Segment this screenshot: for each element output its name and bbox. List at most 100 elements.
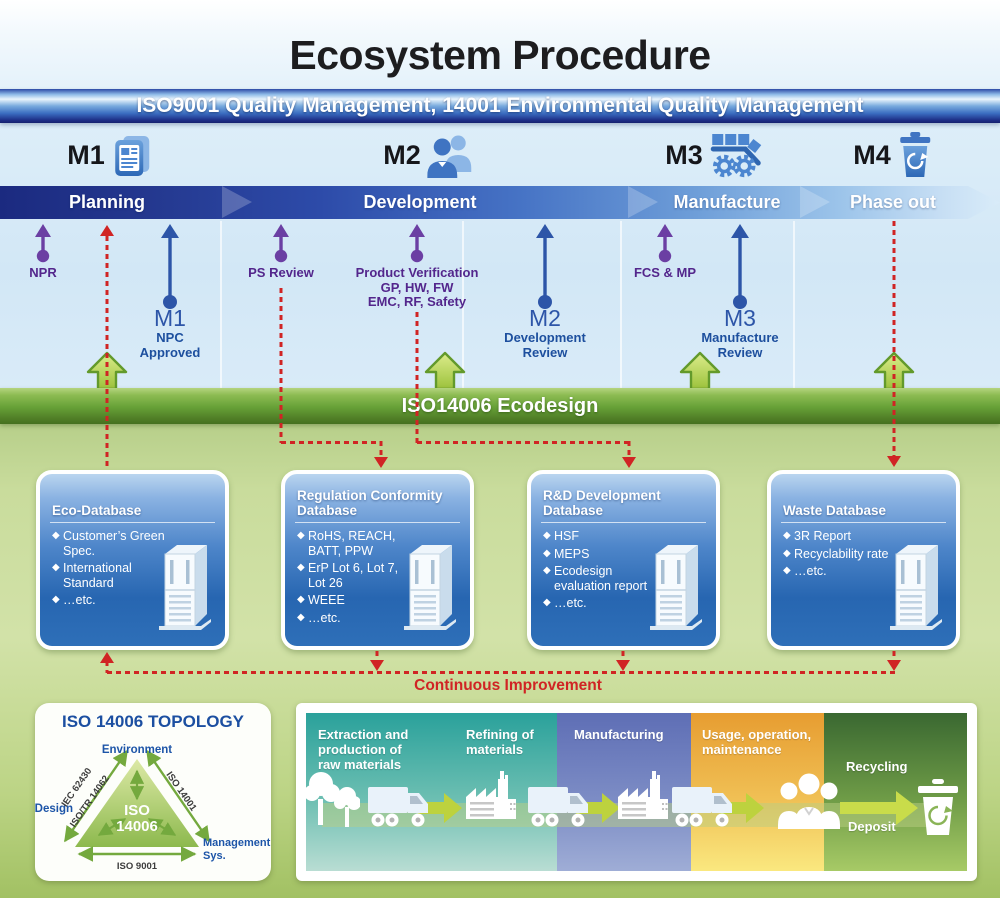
phase-label-phase-out: Phase out	[849, 192, 937, 212]
phase-label-planning: Planning	[69, 192, 145, 212]
database-item-list: ◆Customer’s Green Spec. ◆International S…	[52, 529, 173, 608]
topology-diagram: Environment Design Management Sys. ISO 9…	[35, 744, 271, 872]
list-item: ◆…etc.	[297, 610, 341, 625]
feedback-connector	[417, 441, 629, 444]
diamond-bullet-icon: ◆	[297, 594, 305, 605]
factory-icon	[466, 771, 516, 819]
feedback-arrowhead	[616, 660, 630, 671]
divider	[50, 522, 215, 523]
list-item: ◆Customer’s Green Spec.	[52, 529, 165, 558]
database-card-regulation: Regulation Conformity Database ◆RoHS, RE…	[281, 470, 474, 650]
feedback-connector	[279, 288, 283, 443]
ecodesign-up-arrow-icon	[424, 351, 466, 391]
list-item: ◆3R Report	[783, 529, 851, 543]
page-title: Ecosystem Procedure	[289, 32, 711, 78]
database-item-list: ◆3R Report ◆Recyclability rate ◆…etc.	[783, 529, 904, 579]
divider	[295, 522, 460, 523]
list-item: ◆ErP Lot 6, Lot 7, Lot 26	[297, 561, 399, 590]
chevron-separator-icon	[800, 186, 830, 218]
topology-corner-management: Management	[203, 837, 271, 849]
truck-icon	[368, 787, 428, 827]
iso14006-banner-label: ISO14006 Ecodesign	[401, 394, 599, 417]
stage-label-extraction: Extraction and production of raw materia…	[318, 727, 409, 772]
fcs-mp-marker-icon	[657, 224, 673, 263]
feedback-arrowhead	[370, 660, 384, 671]
truck-icon	[528, 787, 588, 827]
m1-review-label: M1 NPC Approved	[139, 305, 201, 360]
database-card-waste: Waste Database ◆3R Report ◆Recyclability…	[767, 470, 960, 650]
feedback-connector	[375, 651, 379, 662]
flow-arrow-icon	[840, 791, 918, 825]
database-item-list: ◆HSF ◆MEPS ◆Ecodesign evaluation report …	[543, 529, 664, 611]
server-tower-icon	[159, 545, 211, 630]
topology-title: ISO 14006 TOPOLOGY	[61, 712, 245, 731]
diamond-bullet-icon: ◆	[543, 530, 551, 541]
stage-label-usage: Usage, operation, maintenance	[702, 727, 812, 757]
diamond-bullet-icon: ◆	[297, 562, 305, 573]
list-item: ◆RoHS, REACH, BATT, PPW	[297, 529, 396, 558]
list-item: ◆International Standard	[52, 561, 132, 590]
chevron-separator-icon	[222, 186, 252, 218]
m3-review-label: M3 Manufacture Review	[701, 305, 779, 360]
lifecycle-panel: Extraction and production of raw materia…	[296, 703, 977, 881]
npr-label: NPR	[29, 265, 57, 280]
stage-label-refining: Refining of materials	[466, 727, 534, 757]
people-icon	[778, 773, 840, 829]
m4-id: M4	[853, 140, 891, 170]
trees-icon	[306, 772, 360, 827]
stage-label-deposit: Deposit	[848, 819, 896, 834]
team-icon	[426, 135, 471, 178]
diamond-bullet-icon: ◆	[783, 530, 791, 541]
truck-icon	[672, 787, 732, 827]
database-title: R&D Development Database	[543, 488, 661, 518]
database-item-list: ◆RoHS, REACH, BATT, PPW ◆ErP Lot 6, Lot …	[297, 529, 418, 625]
m2-id: M2	[383, 140, 421, 170]
diamond-bullet-icon: ◆	[543, 547, 551, 559]
iso14006-banner: ISO14006 Ecodesign	[0, 388, 1000, 424]
m3-review-marker-icon	[731, 224, 749, 309]
divider	[781, 522, 946, 523]
feedback-arrowhead	[100, 652, 114, 663]
continuous-improvement-label: Continuous Improvement	[414, 677, 602, 694]
feedback-connector	[105, 661, 109, 673]
divider	[541, 522, 706, 523]
phase-arrow-band	[0, 186, 1000, 219]
phase-m2-header: M2	[383, 132, 473, 178]
server-tower-icon	[650, 545, 702, 630]
product-verification-marker-icon	[409, 224, 425, 263]
zone-usage	[691, 713, 824, 871]
diamond-bullet-icon: ◆	[783, 547, 791, 559]
iso9001-banner-label: ISO9001 Quality Management, 14001 Enviro…	[136, 94, 864, 117]
npr-marker-icon	[35, 224, 51, 263]
phase-m3-header: M3	[665, 132, 763, 178]
server-tower-icon	[890, 545, 942, 630]
ps-review-marker-icon	[273, 224, 289, 263]
product-verification-label: Product Verification GP, HW, FW EMC, RF,…	[355, 265, 479, 309]
m2-review-label: M2 Development Review	[504, 305, 586, 360]
stage-separator	[793, 221, 795, 388]
ps-review-label: PS Review	[248, 265, 314, 280]
list-item: ◆…etc.	[783, 564, 827, 578]
feedback-connector	[892, 221, 896, 456]
feedback-connector	[415, 312, 419, 443]
feedback-arrowhead	[887, 456, 901, 467]
topology-corner-management-sys: Sys.	[203, 850, 226, 862]
list-item: ◆Recyclability rate	[783, 546, 889, 561]
iso9001-banner: ISO9001 Quality Management, 14001 Enviro…	[0, 89, 1000, 123]
stage-label-manufacturing: Manufacturing	[574, 727, 664, 742]
topology-center-14006: 14006	[116, 818, 158, 835]
stage-separator	[220, 221, 222, 388]
feedback-arrowhead	[374, 457, 388, 468]
factory-icon	[618, 771, 668, 819]
recycle-bin-icon	[918, 779, 958, 835]
diamond-bullet-icon: ◆	[543, 597, 551, 608]
production-line-icon	[710, 134, 761, 178]
m1-review-marker-icon	[161, 224, 179, 309]
list-item: ◆HSF	[543, 529, 579, 543]
feedback-connector	[107, 671, 895, 674]
stage-label-recycling: Recycling	[846, 759, 908, 774]
flow-arrow-icon	[418, 793, 462, 823]
topology-panel: ISO 14006 TOPOLOGY Environment Design Ma…	[35, 703, 271, 881]
diamond-bullet-icon: ◆	[297, 530, 305, 541]
list-item: ◆WEEE	[297, 593, 345, 607]
